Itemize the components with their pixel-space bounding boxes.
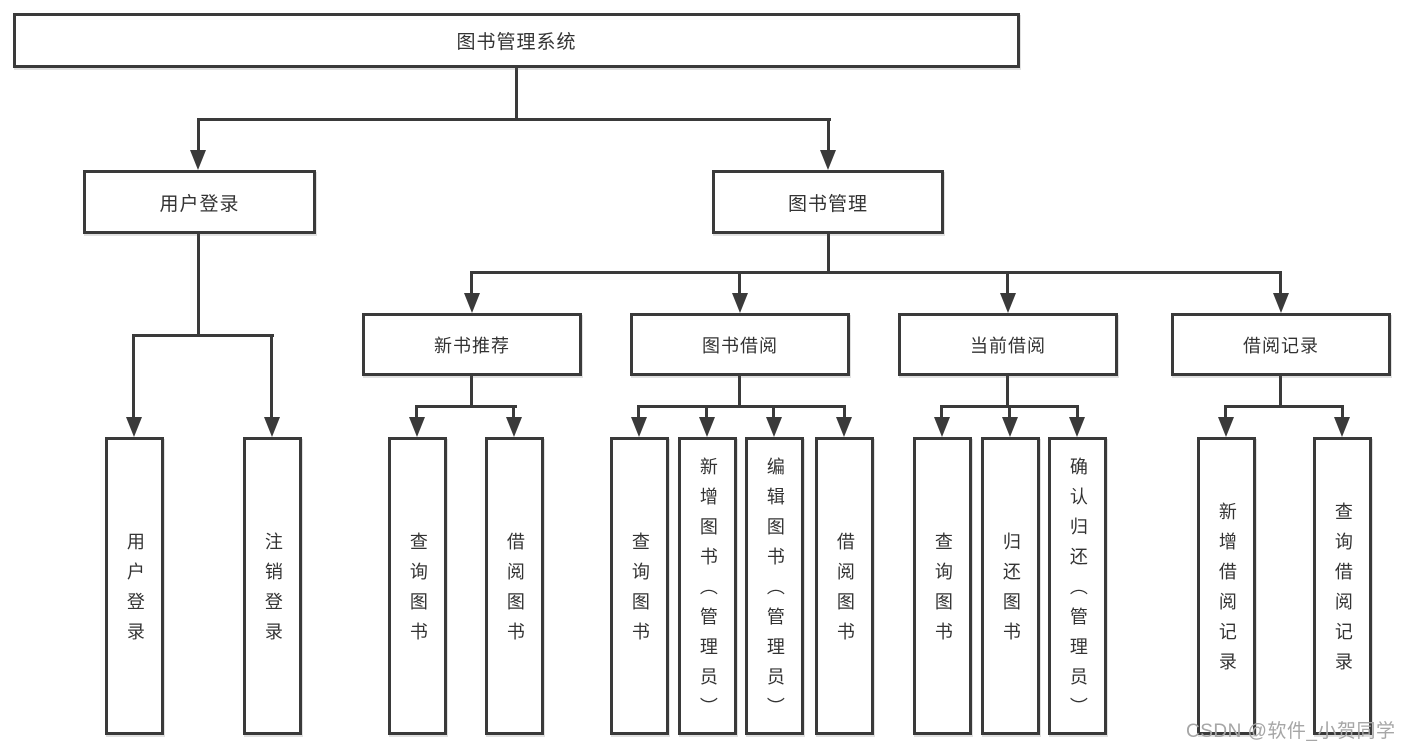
connector-book-mgmt-bar [470,271,1282,274]
arrowhead-leaf-return [1002,417,1018,437]
connector-to-book-borrow [738,271,741,295]
connector-root-to-book-mgmt [827,118,830,154]
arrowhead-book-borrow [732,293,748,313]
node-new-books: 新书推荐 [362,313,582,376]
arrowhead-leaf-add-book [699,417,715,437]
connector-book-borrow-bar [637,405,846,408]
leaf-query-books-1: 查询图书 [388,437,447,735]
leaf-logout: 注销登录 [243,437,302,735]
connector-to-leaf-add-book [705,405,708,421]
leaf-query-borrow-record: 查询借阅记录 [1313,437,1372,735]
connector-to-leaf-return [1008,405,1011,421]
leaf-edit-book-admin: 编辑图书（管理员） [745,437,804,735]
leaf-user-login: 用户登录 [105,437,164,735]
connector-new-books-bar [415,405,517,408]
arrowhead-leaf-confirm-return [1069,417,1085,437]
leaf-borrow-books-2-label: 借阅图书 [834,532,855,652]
connector-to-leaf-query3 [940,405,943,421]
arrowhead-leaf-logout [264,417,280,437]
leaf-confirm-return-admin-label: 确认归还（管理员） [1067,457,1088,727]
leaf-query-books-2-label: 查询图书 [629,532,650,652]
leaf-query-books-3: 查询图书 [913,437,972,735]
arrowhead-leaf-borrow2 [836,417,852,437]
connector-to-leaf-confirm-return [1076,405,1079,421]
node-new-books-label: 新书推荐 [434,335,510,356]
connector-root-to-user-login [197,118,200,154]
connector-root-bar [197,118,831,121]
arrowhead-book-mgmt [820,150,836,170]
node-book-borrow: 图书借阅 [630,313,850,376]
connector-book-mgmt-stem [827,232,830,274]
leaf-add-borrow-record: 新增借阅记录 [1197,437,1256,735]
connector-new-books-stem [470,374,473,408]
leaf-logout-label: 注销登录 [262,532,283,652]
leaf-user-login-label: 用户登录 [124,532,145,652]
leaf-borrow-books-1: 借阅图书 [485,437,544,735]
arrowhead-leaf-query-record [1334,417,1350,437]
arrowhead-leaf-login [126,417,142,437]
node-user-login-label: 用户登录 [159,193,240,215]
connector-to-leaf-borrow1 [512,405,515,421]
arrowhead-current-borrow [1000,293,1016,313]
leaf-borrow-books-2: 借阅图书 [815,437,874,735]
leaf-query-books-1-label: 查询图书 [407,532,428,652]
leaf-edit-book-admin-label: 编辑图书（管理员） [764,457,785,727]
node-user-login: 用户登录 [83,170,316,234]
connector-to-leaf-login [132,334,135,419]
node-root-label: 图书管理系统 [456,32,577,53]
leaf-confirm-return-admin: 确认归还（管理员） [1048,437,1107,735]
connector-to-leaf-query2 [637,405,640,421]
connector-root-stem [515,66,518,120]
leaf-query-borrow-record-label: 查询借阅记录 [1332,502,1353,682]
arrowhead-new-books [464,293,480,313]
arrowhead-user-login [190,150,206,170]
connector-user-login-bar [132,334,274,337]
connector-to-leaf-query-record [1341,405,1344,421]
connector-to-leaf-add-record [1224,405,1227,421]
node-current-borrow: 当前借阅 [898,313,1118,376]
arrowhead-leaf-query2 [631,417,647,437]
connector-to-leaf-query1 [415,405,418,421]
node-root-system: 图书管理系统 [13,13,1020,68]
connector-to-leaf-borrow2 [843,405,846,421]
csdn-watermark: CSDN @软件_小贺同学 [1186,721,1396,742]
arrowhead-leaf-add-record [1218,417,1234,437]
arrowhead-leaf-edit-book [766,417,782,437]
leaf-add-book-admin-label: 新增图书（管理员） [697,457,718,727]
connector-to-leaf-logout [270,334,273,419]
connector-to-new-books [470,271,473,295]
connector-to-borrow-records [1279,271,1282,295]
node-book-mgmt-label: 图书管理 [787,193,868,215]
leaf-query-books-3-label: 查询图书 [932,532,953,652]
connector-book-borrow-stem [738,374,741,408]
connector-to-current-borrow [1006,271,1009,295]
connector-borrow-records-stem [1279,374,1282,408]
node-book-mgmt: 图书管理 [712,170,944,234]
arrowhead-borrow-records [1273,293,1289,313]
arrowhead-leaf-query3 [934,417,950,437]
connector-borrow-records-bar [1224,405,1344,408]
connector-user-login-stem [197,232,200,337]
connector-to-leaf-edit-book [772,405,775,421]
node-book-borrow-label: 图书借阅 [702,335,778,356]
leaf-return-book-label: 归还图书 [1000,532,1021,652]
connector-current-borrow-stem [1006,374,1009,408]
arrowhead-leaf-borrow1 [506,417,522,437]
leaf-add-borrow-record-label: 新增借阅记录 [1216,502,1237,682]
leaf-borrow-books-1-label: 借阅图书 [504,532,525,652]
leaf-add-book-admin: 新增图书（管理员） [678,437,737,735]
arrowhead-leaf-query1 [409,417,425,437]
node-borrow-records-label: 借阅记录 [1243,335,1319,356]
leaf-query-books-2: 查询图书 [610,437,669,735]
node-current-borrow-label: 当前借阅 [970,335,1046,356]
leaf-return-book: 归还图书 [981,437,1040,735]
node-borrow-records: 借阅记录 [1171,313,1391,376]
